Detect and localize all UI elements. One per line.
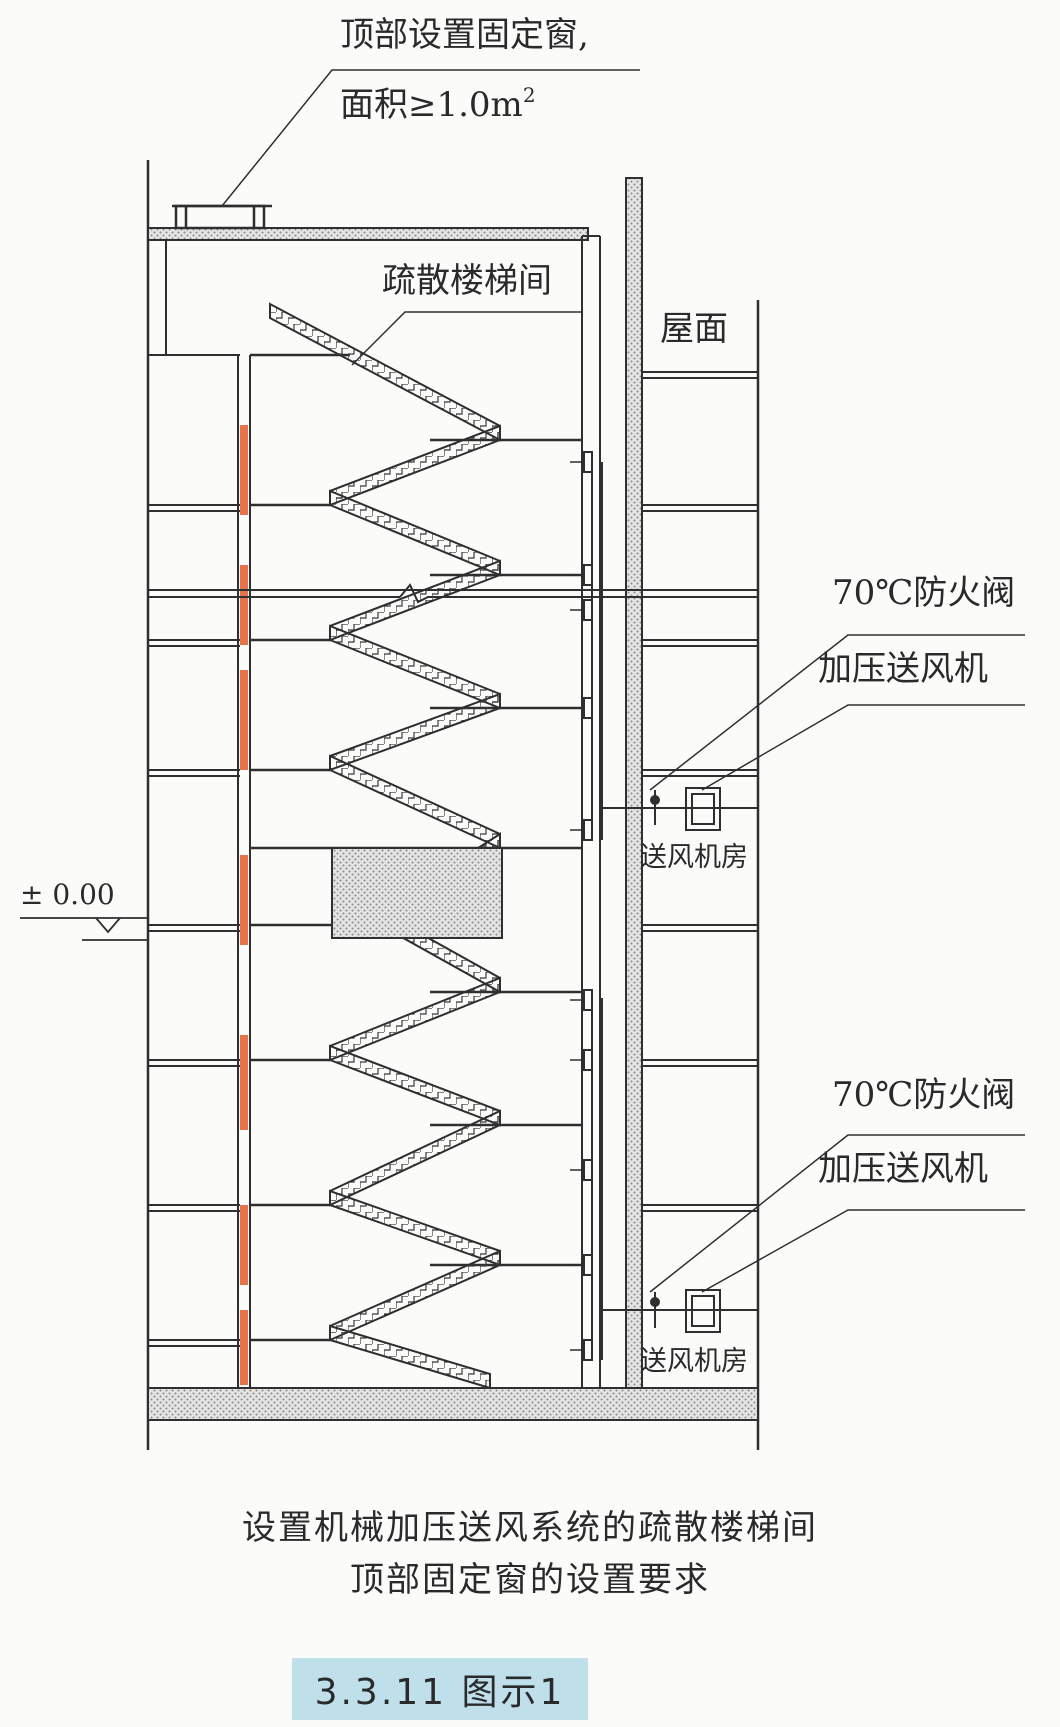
top-parapet [148,240,240,356]
stair-flight [329,754,501,850]
stair-flight [329,489,501,577]
roof-slab [147,227,589,241]
duct-outlet [583,1159,593,1181]
stair-flight [329,1324,491,1390]
duct-outlets [570,451,593,1361]
stair-flight [269,302,501,442]
stairwell-section-diagram: 顶部设置固定窗, 面积≥1.0m2 疏散楼梯间 屋面 70℃防火阀 加压送风机 … [20,15,1025,1450]
figure-number-label: 3.3.11 图示1 [292,1658,588,1720]
elevation-label: ± 0.00 [20,878,115,911]
stair-flight [329,692,501,772]
duct-outlet [583,1339,593,1361]
duct-outlet [583,819,593,841]
duct-outlet [583,599,593,621]
duct-outlet [583,1254,593,1276]
damper-upper-label: 70℃防火阀 [832,573,1015,613]
fan-assembly-upper [602,787,758,831]
floor-slabs [148,371,758,1347]
fan-room-lower-label: 送风机房 [640,1346,748,1377]
left-column [237,355,251,1388]
fan-upper-label: 加压送风机 [818,649,988,689]
stair-flight [329,559,501,642]
caption-line-2: 顶部固定窗的设置要求 [350,1560,710,1600]
leader-lines [221,69,1025,1293]
stairwell-label: 疏散楼梯间 [382,261,552,301]
stair-flight [329,1109,501,1207]
stair-flight [329,1044,501,1127]
stair-flight [329,424,501,507]
orange-riser [240,425,248,1385]
top-window-label-line1: 顶部设置固定窗, [340,15,589,55]
exterior-wall [625,177,643,1389]
caption-line-1: 设置机械加压送风系统的疏散楼梯间 [242,1508,818,1548]
shaft-wall-right [581,235,601,1390]
duct-outlet [583,451,593,473]
stair-flight [329,976,501,1062]
elevation-marker [20,917,148,941]
fan-lower-label: 加压送风机 [818,1149,988,1189]
stair-flight [329,1249,501,1342]
stair-flights [250,302,582,1390]
duct-outlet [583,564,593,586]
building-outline [146,160,760,1450]
duct-outlet [583,1049,593,1071]
top-fixed-window [172,204,272,230]
top-window-label-line2: 面积≥1.0m2 [340,83,536,125]
fan-room-upper-label: 送风机房 [640,842,748,873]
roof-label: 屋面 [660,309,728,349]
fan-assembly-lower [602,1289,758,1333]
duct-outlet [583,697,593,719]
stair-flight [329,624,501,710]
duct-outlet [583,989,593,1011]
stair-flight [329,1189,501,1267]
basement-stair-fill [331,847,503,939]
damper-lower-label: 70℃防火阀 [832,1075,1015,1115]
ground-slab [147,1387,759,1421]
